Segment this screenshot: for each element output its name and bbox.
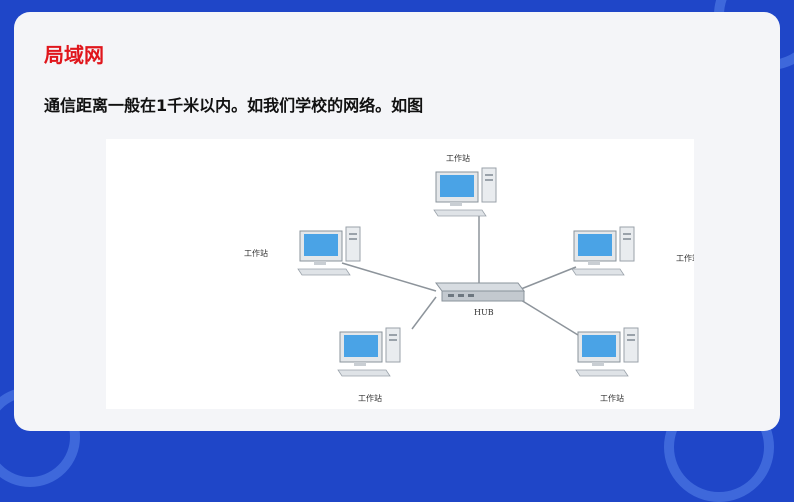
slide-body-text: 通信距离一般在1千米以内。如我们学校的网络。如图 [44, 96, 424, 115]
workstation-bottom-right-label: 工作站 [600, 393, 624, 403]
network-diagram-svg: HUB 工作站 工作站 工作站 工作站 工作站 [244, 153, 694, 403]
hub-label: HUB [474, 308, 494, 317]
hub-device [435, 282, 525, 302]
workstation-bottom-right-icon [575, 327, 639, 377]
network-diagram: HUB 工作站 工作站 工作站 工作站 工作站 [106, 139, 694, 409]
slide-panel: 局域网 通信距离一般在1千米以内。如我们学校的网络。如图 [14, 12, 780, 431]
workstation-left-label: 工作站 [244, 248, 268, 258]
link-left [341, 262, 437, 292]
link-right [515, 266, 577, 292]
workstation-right-icon [571, 226, 635, 276]
workstation-left-icon [297, 226, 361, 276]
workstation-top-label: 工作站 [446, 153, 470, 163]
workstation-right-label: 工作站 [676, 253, 694, 263]
workstation-bottom-left-icon [337, 327, 401, 377]
workstation-bottom-left-label: 工作站 [358, 393, 382, 403]
slide-title: 局域网 [44, 43, 104, 67]
link-bottom-right [515, 296, 579, 336]
link-bottom-left [411, 296, 437, 330]
workstation-top-icon [433, 167, 497, 217]
